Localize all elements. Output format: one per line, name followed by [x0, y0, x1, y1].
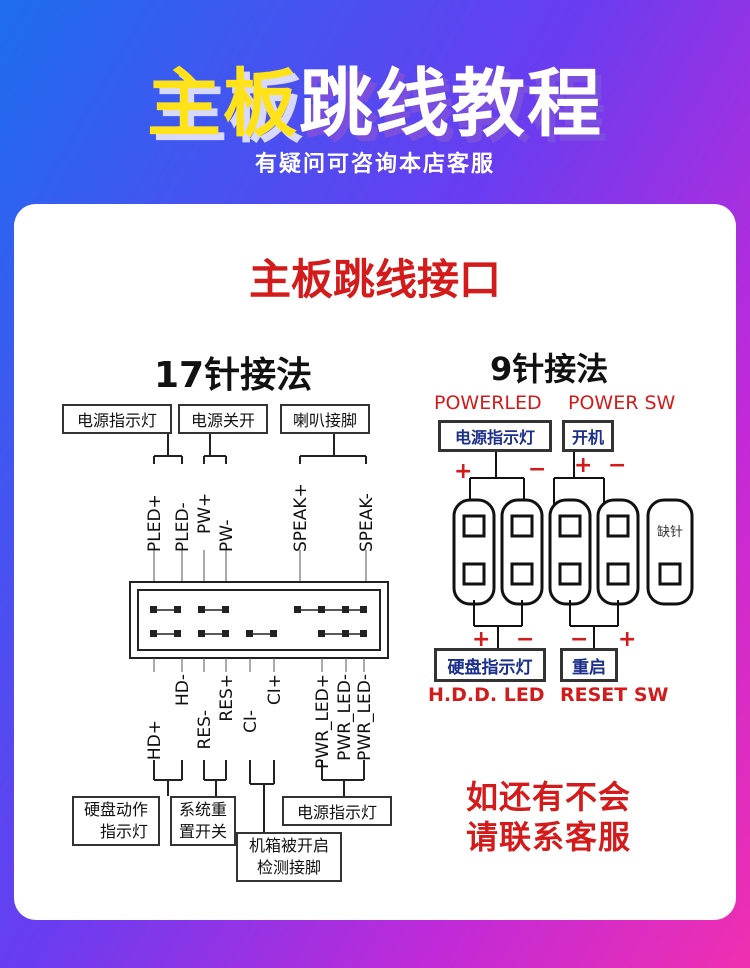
card-heading: 主板跳线接口: [248, 255, 501, 304]
pin-label-pwr-led-minus-2: PWR_LED-: [355, 674, 375, 761]
pin17-label-hdd: 硬盘动作 指示灯: [72, 796, 160, 846]
banner-title: 主板跳线教程: [0, 52, 750, 147]
pin17-label-power-led: 电源指示灯: [62, 404, 172, 434]
pin9-bottom-polarity-3: −: [570, 627, 588, 650]
pin-label-ci-minus: CI-: [241, 710, 261, 733]
pin-label-res-minus: RES-: [195, 710, 215, 749]
pin9-label-hdd: 硬盘指示灯: [434, 648, 546, 682]
pin9-top-right-en: POWER SW: [568, 392, 676, 414]
pin17-label-hdd-line2: 指示灯: [99, 822, 148, 841]
pin9-label-power-switch: 开机: [562, 420, 614, 452]
pin9-top-polarity-4: −: [608, 453, 626, 478]
pin-label-hd-minus: HD-: [173, 674, 193, 706]
pin-label-ci-plus: CI+: [265, 674, 285, 705]
pin17-label-power-led-bottom: 电源指示灯: [282, 796, 392, 826]
pin-label-pw-minus: PW-: [217, 519, 237, 552]
pin17-label-chassis-line1: 机箱被开启: [248, 836, 329, 855]
cta-line2: 请联系客服: [466, 818, 632, 856]
pin17-label-reset-line2: 置开关: [178, 822, 227, 841]
banner-title-rest: 跳线教程: [299, 60, 603, 147]
pin-label-pwr-led-plus: PWR_LED+: [313, 674, 333, 769]
pin17-heading: 17针接法: [154, 355, 313, 396]
pin17-label-reset: 系统重 置开关: [170, 796, 236, 846]
pin9-bottom-left-en: H.D.D. LED: [428, 684, 545, 706]
pin17-label-chassis: 机箱被开启 检测接脚: [236, 832, 342, 882]
pin17-label-chassis-line2: 检测接脚: [256, 858, 321, 877]
pin9-bottom-polarity-1: +: [472, 627, 490, 650]
pin9-bottom-polarity-2: −: [516, 627, 534, 650]
pin-label-pwr-led-minus-1: PWR_LED-: [335, 674, 355, 761]
pin-label-hd-plus: HD+: [145, 720, 165, 760]
pin9-diagram: + − + −: [452, 452, 694, 650]
banner-title-highlight: 主板: [147, 60, 299, 147]
pin17-diagram: PLED+ PLED- PW+ PW- SPEAK+ SPEAK- HD+ HD…: [129, 434, 389, 844]
pin17-label-power-switch: 电源关开: [178, 404, 268, 434]
pin-label-speak-minus: SPEAK-: [357, 493, 377, 552]
pin9-top-polarity-3: +: [574, 453, 592, 478]
pin17-label-hdd-line1: 硬盘动作: [83, 800, 148, 819]
pin17-label-reset-line1: 系统重: [178, 800, 227, 819]
pin9-top-left-en: POWERLED: [434, 392, 542, 414]
pin-label-pw-plus: PW+: [195, 493, 215, 534]
pin-label-res-plus: RES+: [217, 674, 237, 722]
pin9-bottom-polarity-4: +: [618, 627, 636, 650]
pin9-top-polarity-1: +: [454, 459, 472, 484]
pin-label-pled-plus: PLED+: [145, 494, 165, 552]
pin9-bottom-right-en: RESET SW: [560, 684, 669, 706]
pin9-heading: 9针接法: [490, 350, 609, 388]
pin9-missing-pin: 缺针: [657, 525, 683, 540]
pin-label-pled-minus: PLED-: [173, 502, 193, 552]
diagram-card: 主板跳线接口 17针接法 电源指示灯 电源关开 喇叭接脚: [14, 204, 736, 920]
pin9-label-power-led: 电源指示灯: [438, 420, 552, 452]
pin-label-speak-plus: SPEAK+: [291, 483, 311, 552]
cta-line1: 如还有不会: [466, 778, 632, 816]
pin9-label-reset: 重启: [560, 648, 618, 682]
pin9-top-polarity-2: −: [528, 457, 546, 482]
banner-subtitle: 有疑问可咨询本店客服: [254, 152, 495, 177]
pin17-label-speaker: 喇叭接脚: [280, 404, 370, 434]
